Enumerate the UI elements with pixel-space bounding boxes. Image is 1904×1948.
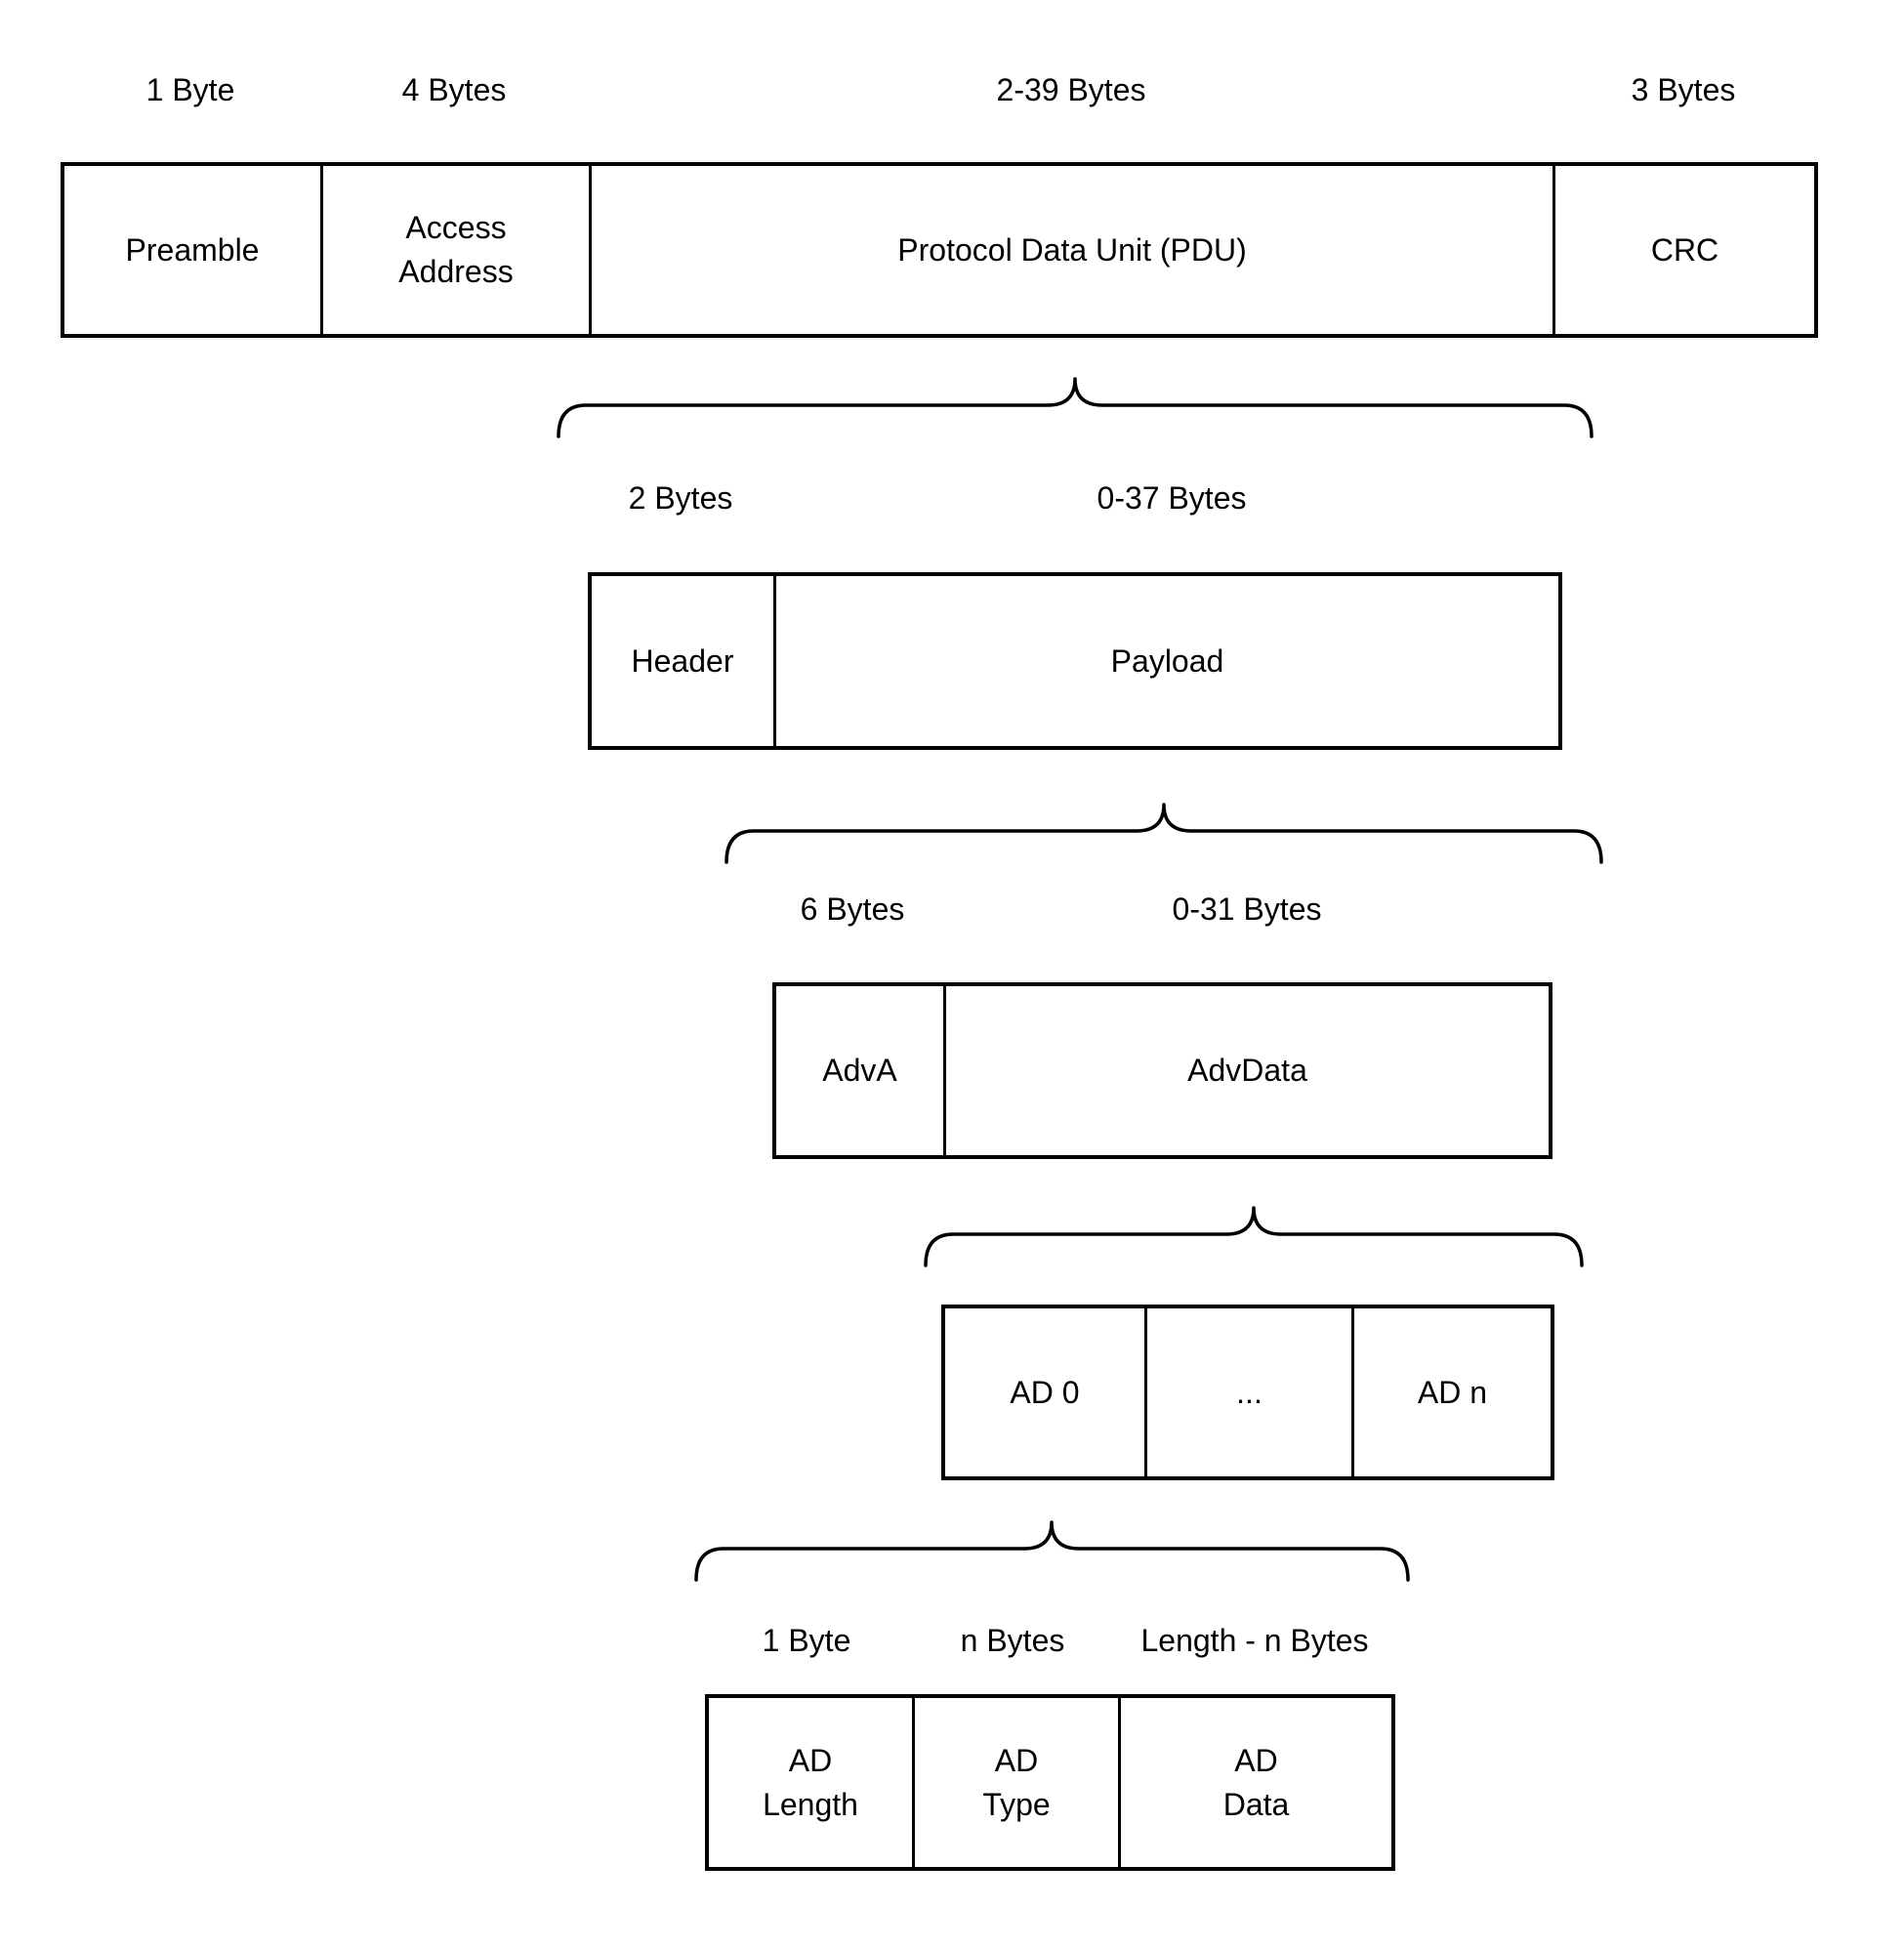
size-label-preamble: 1 Byte [145, 72, 235, 107]
size-label-advdata: 0-31 Bytes [1172, 891, 1322, 927]
size-label-header: 2 Bytes [628, 480, 733, 516]
brace-advdata-expansion [924, 1206, 1584, 1267]
cell-header: Header [631, 642, 734, 679]
cell-pdu: Protocol Data Unit (PDU) [589, 166, 1552, 334]
cell-ad-length: AD Length [763, 1742, 858, 1822]
cell-advdata: AdvData [943, 986, 1549, 1155]
cell-payload: Payload [773, 576, 1558, 746]
row-advdata: AD 0 ... AD n [941, 1305, 1554, 1480]
size-label-ad-type: n Bytes [960, 1623, 1065, 1658]
size-label-ad-data: Length - n Bytes [1140, 1623, 1369, 1658]
size-label-payload: 0-37 Bytes [1097, 480, 1247, 516]
cell-ad-data: AD Data [1118, 1698, 1391, 1867]
brace-pdu-expansion [557, 377, 1594, 438]
brace-ad0-expansion [694, 1520, 1410, 1582]
size-label-adva: 6 Bytes [800, 891, 905, 927]
size-label-crc: 3 Bytes [1631, 72, 1736, 107]
cell-ad-ellipsis: ... [1144, 1308, 1351, 1476]
cell-access-address: Access Address [320, 166, 589, 334]
cell-adva: AdvA [822, 1053, 897, 1088]
cell-crc: CRC [1552, 166, 1814, 334]
cell-ad-type: AD Type [912, 1698, 1118, 1867]
cell-preamble: Preamble [125, 231, 260, 268]
row-link-layer-packet: Preamble Access Address Protocol Data Un… [61, 162, 1818, 338]
row-pdu: Header Payload [588, 572, 1562, 750]
size-label-access-address: 4 Bytes [401, 72, 507, 107]
row-ad-structure: AD Length AD Type AD Data [705, 1694, 1395, 1871]
size-label-ad-length: 1 Byte [762, 1623, 851, 1658]
cell-ad-0: AD 0 [1010, 1374, 1080, 1410]
row-payload: AdvA AdvData [772, 982, 1552, 1159]
size-label-pdu: 2-39 Bytes [996, 72, 1146, 107]
cell-ad-n: AD n [1351, 1308, 1551, 1476]
brace-payload-expansion [724, 803, 1603, 864]
